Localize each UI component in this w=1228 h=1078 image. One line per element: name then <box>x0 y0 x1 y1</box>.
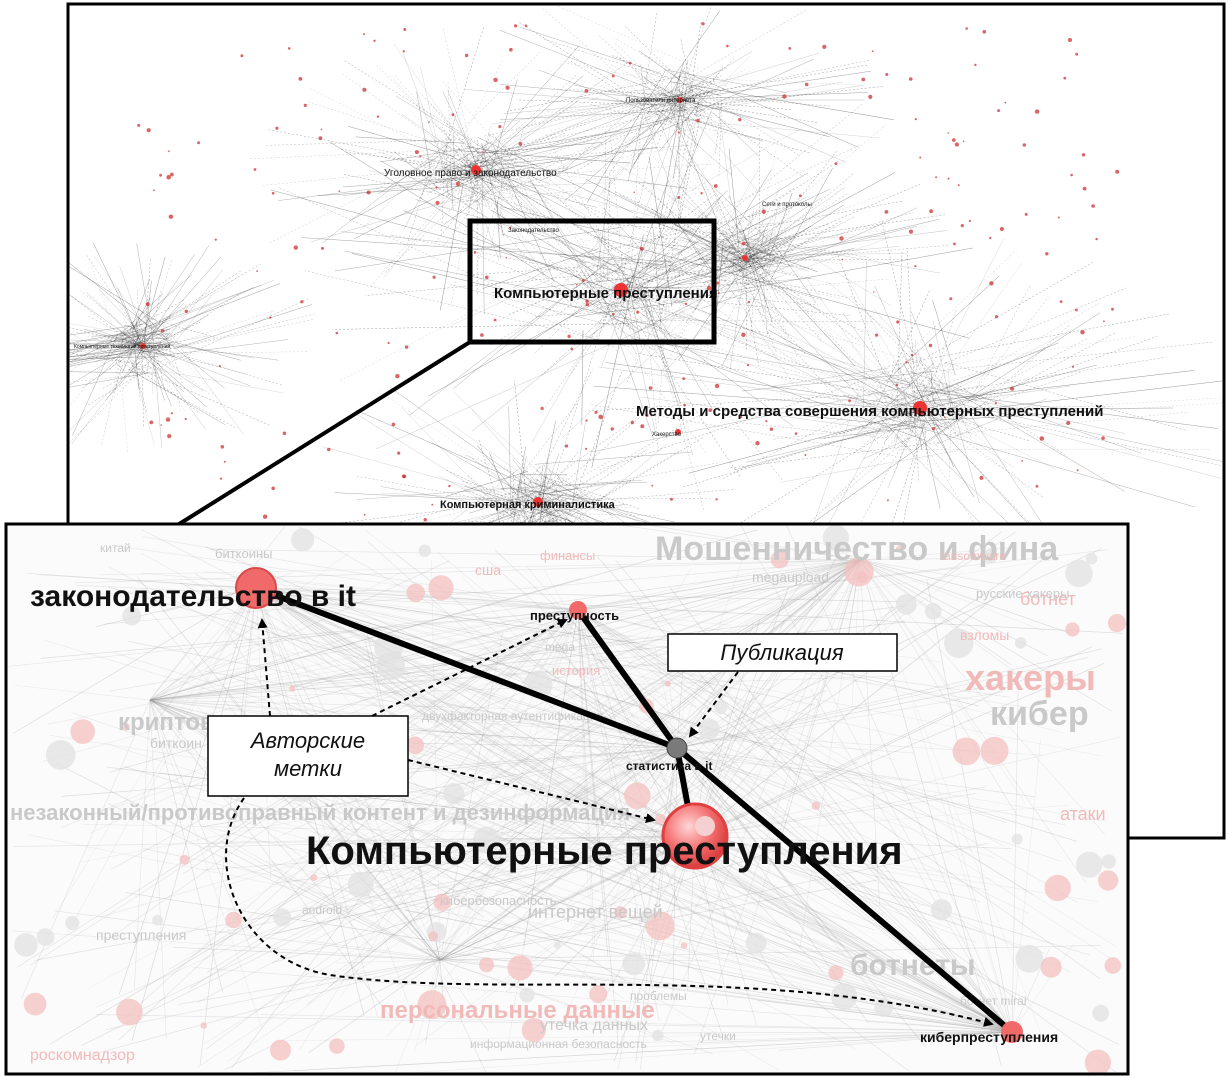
node-left-hub <box>140 343 146 349</box>
callout-publication-text: Публикация <box>720 640 843 665</box>
edge-stats-crime-rate <box>575 608 680 750</box>
label-center-small: Законодательство <box>508 228 560 234</box>
background-word: роскомнадзор <box>30 1047 135 1064</box>
background-word: кибербезопасность <box>440 893 557 908</box>
callout-author-tags: Авторские метки <box>207 715 409 797</box>
highlighted-edges <box>254 585 1014 1035</box>
background-word: утечка данных <box>540 1017 648 1034</box>
background-word: интернет вещей <box>528 902 663 922</box>
label-bottom-small: Хакерство <box>652 432 682 438</box>
node-legislation <box>235 567 277 609</box>
node-methods <box>913 401 927 415</box>
node-computer-crimes-highlight <box>695 816 715 836</box>
background-word: проблемы <box>630 989 687 1003</box>
edge-stats-legislation <box>254 585 679 751</box>
background-word: кибер <box>990 695 1089 733</box>
callout-author-tags-line2: метки <box>274 756 342 781</box>
label-computer-crimes-overview: Компьютерные преступления <box>494 285 718 302</box>
edge-stats-cybercrimes <box>675 745 1014 1035</box>
background-word: русские хакеры <box>976 586 1069 601</box>
node-forensics <box>533 497 543 507</box>
background-word: взломы <box>960 627 1009 643</box>
zoom-selection-box <box>467 218 717 345</box>
arrow-tags-to-cybercrimes <box>225 797 994 1027</box>
label-crime-rate: преступность <box>530 608 619 623</box>
label-criminal-law: Уголовное право и законодательство <box>384 168 557 179</box>
background-word: финансы <box>540 548 595 563</box>
dashed-arrows <box>225 618 994 1027</box>
background-word: ботнет <box>1020 589 1076 609</box>
label-right-small: Сети и протоколы <box>762 202 812 208</box>
background-word: двухфакторная аутентификация <box>422 709 603 723</box>
arrow-publication-to-stats <box>688 671 739 738</box>
background-word: китай <box>100 541 131 555</box>
background-word: mega <box>545 640 575 654</box>
arrow-tags-to-crime-rate <box>371 619 568 717</box>
background-word: ботнеты <box>850 949 976 982</box>
label-methods: Методы и средства совершения компьютерны… <box>636 403 1103 420</box>
callout-publication: Публикация <box>667 633 898 672</box>
node-computer-crimes-overview <box>614 283 628 297</box>
background-word: android <box>302 903 342 917</box>
label-legislation: законодательство в it <box>30 580 356 613</box>
detail-faint-edges <box>8 524 1123 1074</box>
background-word: биткоин <box>150 735 202 751</box>
background-word: незаконный/противоправный контент и дези… <box>10 800 630 825</box>
background-word: megaupload <box>752 569 829 585</box>
background-word: сша <box>475 562 501 578</box>
node-crime-rate <box>569 601 587 619</box>
background-word: информационная безопасность <box>470 1037 647 1051</box>
label-cybercrimes: киберпреступления <box>920 1029 1058 1045</box>
background-word: биткоины <box>215 546 273 561</box>
background-word: история <box>552 663 600 678</box>
background-word: ransomware <box>940 549 1006 563</box>
node-top-hub <box>677 97 683 103</box>
callout-author-tags-line1: Авторские <box>249 728 365 753</box>
node-criminal-law <box>471 165 481 175</box>
detail-frame <box>4 522 1130 1076</box>
label-forensics: Компьютерная криминалистика <box>440 499 616 511</box>
overview-hub-nodes <box>140 97 927 507</box>
label-stats: статистика в it <box>626 759 712 773</box>
label-computer-crimes: Компьютерные преступления <box>306 829 903 873</box>
detail-faint-nodes <box>14 524 1127 1074</box>
background-word: Мошенничество и фина <box>655 530 1059 568</box>
label-left-hub: Компьютерные технологии преступлений <box>74 343 170 350</box>
arrow-tags-to-legislation <box>257 618 271 717</box>
node-cybercrimes <box>1001 1021 1023 1043</box>
callout-publication-box <box>667 633 898 672</box>
background-word: атаки <box>1060 804 1106 824</box>
node-right-small <box>742 255 748 261</box>
callout-author-tags-box <box>207 715 409 797</box>
label-top-hub: Пользователи интернета <box>626 98 696 104</box>
node-bottom-small <box>675 429 681 435</box>
background-word: преступления <box>96 927 186 943</box>
arrow-tags-to-computer-crimes <box>407 759 656 823</box>
background-word: утечки <box>700 1029 736 1043</box>
overview-edge-cloud <box>68 4 1224 646</box>
zoom-connector-line <box>174 340 472 528</box>
background-word: персональные данные <box>380 997 655 1024</box>
node-stats <box>666 737 688 759</box>
background-word: хакеры <box>965 657 1096 698</box>
